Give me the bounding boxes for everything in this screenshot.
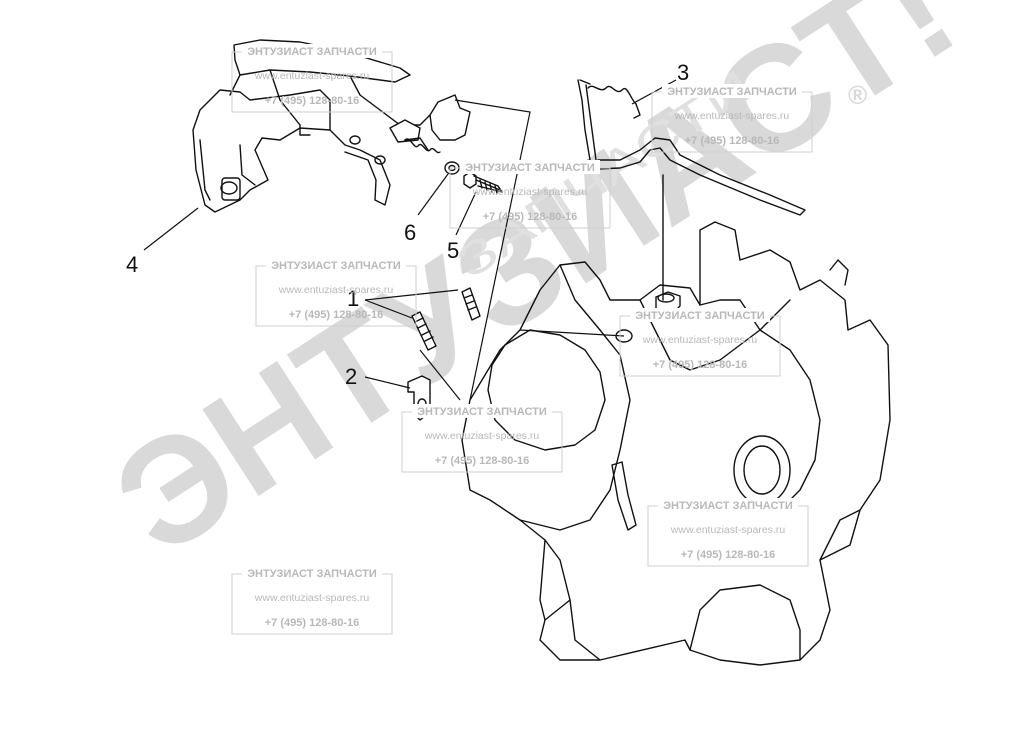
stamp-url: www.entuziast-spares.ru [670,524,786,536]
stamp-url: www.entuziast-spares.ru [674,110,790,122]
callout-5: 5 [447,238,459,263]
stamp-url: www.entuziast-spares.ru [254,592,370,604]
stamp-phone: +7 (495) 128-80-16 [265,95,359,107]
stamp-title: ЭНТУЗИАСТ ЗАПЧАСТИ [663,500,793,512]
stamp-url: www.entuziast-spares.ru [424,430,540,442]
stamp-phone: +7 (495) 128-80-16 [681,549,775,561]
stamp-phone: +7 (495) 128-80-16 [653,359,747,371]
watermark-registered-mark: ® [848,80,867,110]
callout-2: 2 [345,364,357,389]
watermark-stamp: ЭНТУЗИАСТ ЗАПЧАСТИ www.entuziast-spares.… [647,498,809,567]
stamp-phone: +7 (495) 128-80-16 [289,309,383,321]
callout-1: 1 [347,286,359,311]
watermark-stamp: ЭНТУЗИАСТ ЗАПЧАСТИ www.entuziast-spares.… [401,404,563,473]
part-5-bolt [463,171,503,194]
stamp-title: ЭНТУЗИАСТ ЗАПЧАСТИ [271,260,401,272]
watermark-stamp: ЭНТУЗИАСТ ЗАПЧАСТИ www.entuziast-spares.… [255,258,417,327]
stamp-url: www.entuziast-spares.ru [254,70,370,82]
stamp-phone: +7 (495) 128-80-16 [483,211,577,223]
callout-4: 4 [126,252,138,277]
watermark-stamp: ЭНТУЗИАСТ ЗАПЧАСТИ www.entuziast-spares.… [231,566,393,635]
watermark-stamp: ЭНТУЗИАСТ ЗАПЧАСТИ www.entuziast-spares.… [651,84,813,153]
stamp-title: ЭНТУЗИАСТ ЗАПЧАСТИ [635,310,765,322]
stamp-phone: +7 (495) 128-80-16 [685,135,779,147]
watermark-stamp: ЭНТУЗИАСТ ЗАПЧАСТИ www.entuziast-spares.… [619,308,781,377]
assembly-lines [419,99,625,401]
stamp-url: www.entuziast-spares.ru [472,186,588,198]
part-6-washer-spring [404,138,460,175]
stamp-phone: +7 (495) 128-80-16 [265,617,359,629]
watermark-stamp: ЭНТУЗИАСТ ЗАПЧАСТИ www.entuziast-spares.… [231,44,393,113]
part-1-studs [411,287,481,351]
part-4-bracket [192,39,471,213]
stamp-url: www.entuziast-spares.ru [642,334,758,346]
stamp-title: ЭНТУЗИАСТ ЗАПЧАСТИ [465,162,595,174]
stamp-title: ЭНТУЗИАСТ ЗАПЧАСТИ [417,406,547,418]
watermark-stamp: ЭНТУЗИАСТ ЗАПЧАСТИ www.entuziast-spares.… [449,160,611,229]
stamp-title: ЭНТУЗИАСТ ЗАПЧАСТИ [667,86,797,98]
stamp-phone: +7 (495) 128-80-16 [435,455,529,467]
stamp-title: ЭНТУЗИАСТ ЗАПЧАСТИ [247,46,377,58]
stamp-title: ЭНТУЗИАСТ ЗАПЧАСТИ [247,568,377,580]
stamp-url: www.entuziast-spares.ru [278,284,394,296]
callout-labels: 1 2 3 4 5 6 [126,60,689,389]
callout-3: 3 [677,60,689,85]
callout-6: 6 [404,220,416,245]
